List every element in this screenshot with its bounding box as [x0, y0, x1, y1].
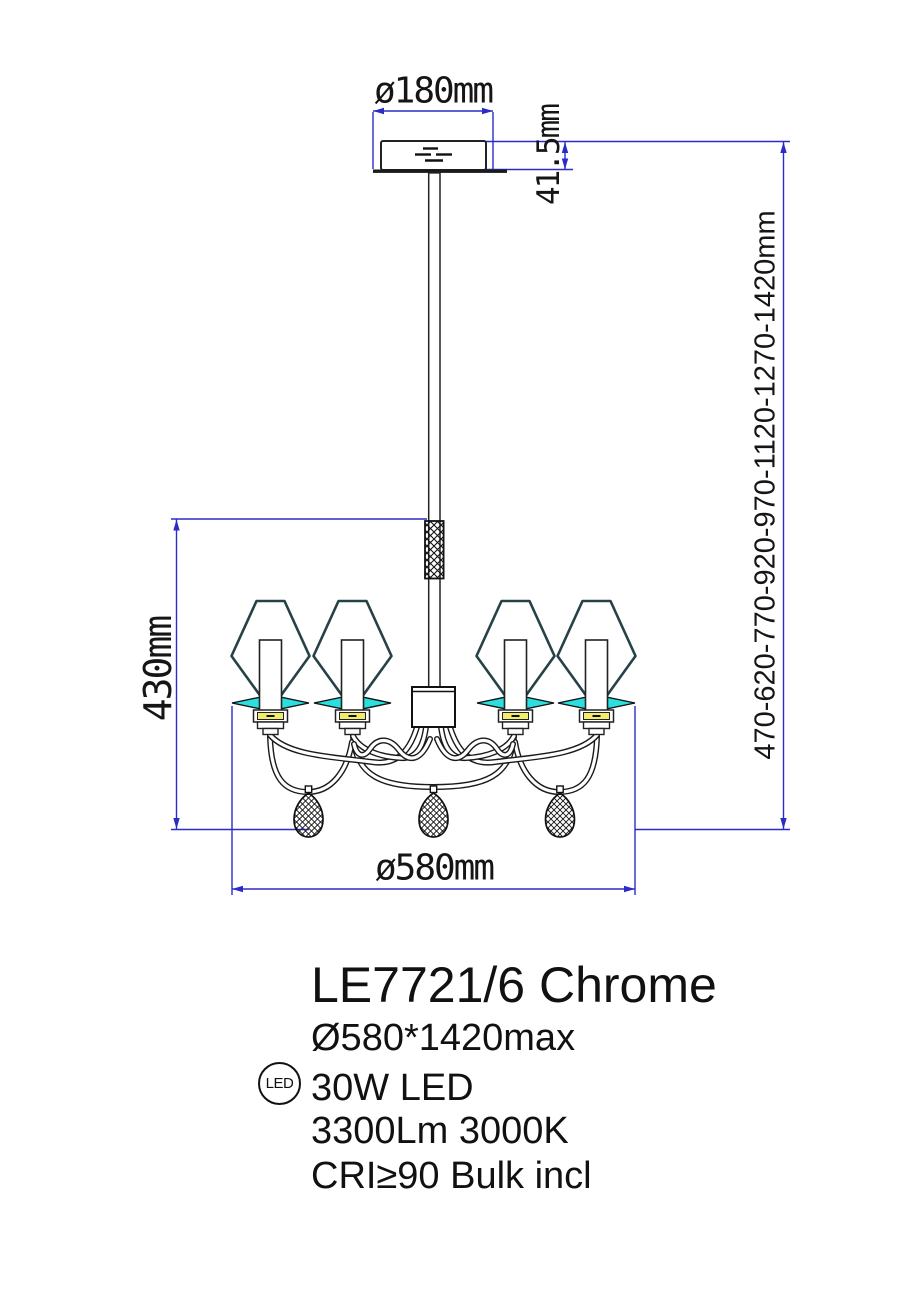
dim-label-body-height: 430mm — [136, 616, 180, 722]
product-power: 30W LED — [311, 1067, 474, 1109]
product-luminous-flux: 3300Lm 3000K — [311, 1110, 569, 1152]
dimension-lines — [171, 107, 790, 895]
product-size: Ø580*1420max — [311, 1017, 576, 1059]
dim-label-canopy-height: 41.5mm — [531, 105, 567, 205]
product-title: LE7721/6 Chrome — [311, 957, 717, 1013]
dim-label-height-range: 470-620-770-920-970-1120-1270-1420mm — [749, 210, 782, 760]
hub-body — [411, 686, 456, 728]
product-cri: CRI≥90 Bulk incl — [311, 1155, 592, 1197]
knurled-detail — [424, 520, 445, 580]
dim-label-canopy-diameter: ø180mm — [373, 70, 494, 112]
suspension-rod — [427, 172, 441, 689]
arms — [270, 727, 597, 792]
dim-label-fixture-diameter: ø580mm — [374, 847, 495, 889]
crystal-drops — [293, 785, 576, 838]
chandelier-drawing: .tube-b{fill:none;stroke:#1a1a1a;stroke-… — [171, 107, 790, 895]
led-badge-icon: LED — [258, 1062, 301, 1105]
canopy — [373, 140, 507, 173]
